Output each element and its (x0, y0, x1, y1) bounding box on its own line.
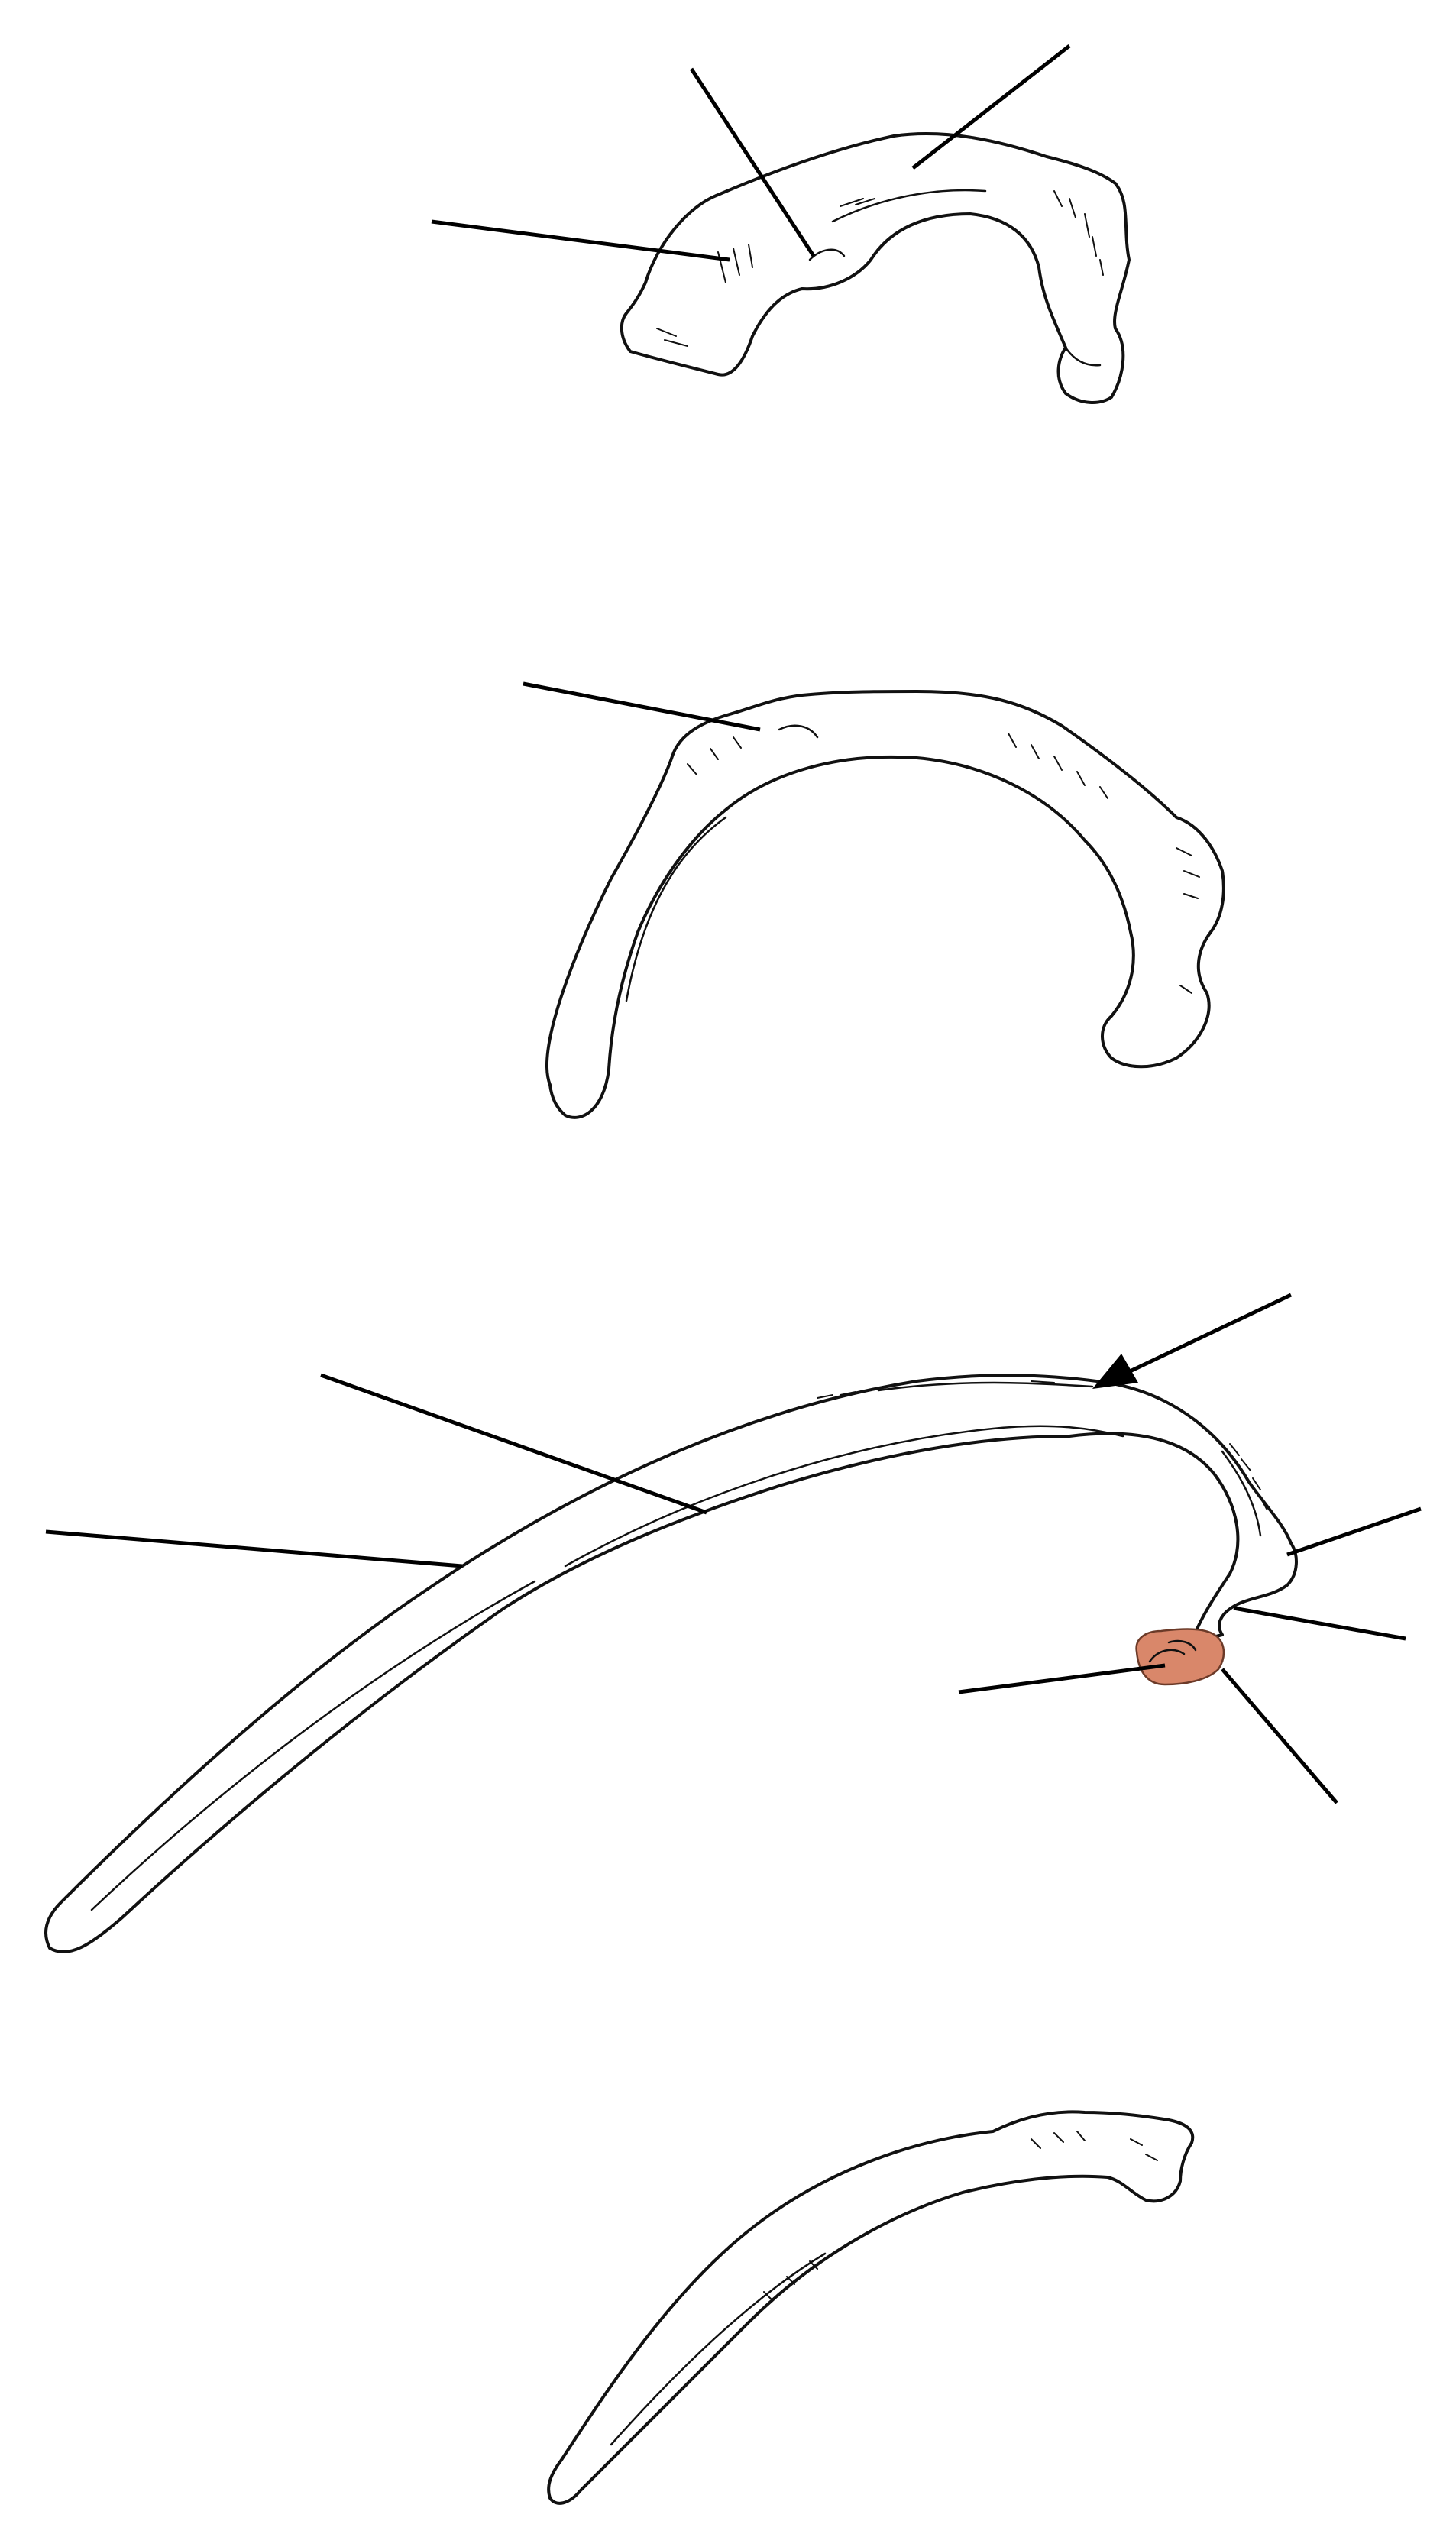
typical-rib (44, 1374, 1298, 1953)
typical-rib-lower-edge (90, 1580, 536, 1911)
leader-typical-rib-head (1221, 1668, 1338, 1804)
twelfth-rib (547, 2110, 1195, 2505)
second-rib (545, 690, 1225, 1119)
second-rib-outline (545, 690, 1225, 1119)
leader-typical-rib-upper-border (1125, 1293, 1293, 1375)
typical-rib-angle (1221, 1450, 1262, 1537)
first-rib-head-detail (1064, 346, 1102, 367)
first-rib-hatching (656, 190, 1104, 347)
tubercle-facet (1148, 1639, 1197, 1663)
typical-rib-costal-groove (564, 1425, 1124, 1568)
twelfth-rib-hatching (763, 2131, 1158, 2300)
first-rib-outline (620, 132, 1131, 404)
leader-typical-rib-neck (1233, 1606, 1406, 1641)
leader-typical-rib-angle (1286, 1506, 1422, 1557)
leader-first-rib-scalene-tubercle (431, 219, 730, 262)
twelfth-rib-outline (547, 2110, 1195, 2505)
leader-first-rib-groove-subclavian-vein (689, 67, 816, 257)
leader-typical-rib-tubercle-facet (958, 1663, 1166, 1694)
second-rib-hatching (687, 733, 1200, 994)
tubercle-highlight (1135, 1628, 1225, 1686)
leader-typical-rib-costal-groove (320, 1373, 707, 1515)
second-rib-inner-edge (625, 816, 727, 1002)
leader-typical-rib-shaft (45, 1529, 463, 1568)
leader-first-rib-groove-subclavian-artery (911, 44, 1071, 170)
leader-lines (45, 44, 1422, 1804)
typical-rib-outline (44, 1374, 1298, 1953)
twelfth-rib-inner-edge (610, 2252, 827, 2446)
second-rib-tuberosity (778, 724, 819, 739)
arrow-head-icon (1092, 1354, 1138, 1389)
first-rib-scalene-tubercle (808, 248, 846, 261)
typical-rib-upper-edge-shade (877, 1381, 1094, 1392)
first-rib-groove (831, 189, 987, 223)
typical-rib-hatching (817, 1380, 1267, 1510)
first-rib (620, 132, 1131, 404)
leader-second-rib-tuberosity (523, 681, 761, 732)
